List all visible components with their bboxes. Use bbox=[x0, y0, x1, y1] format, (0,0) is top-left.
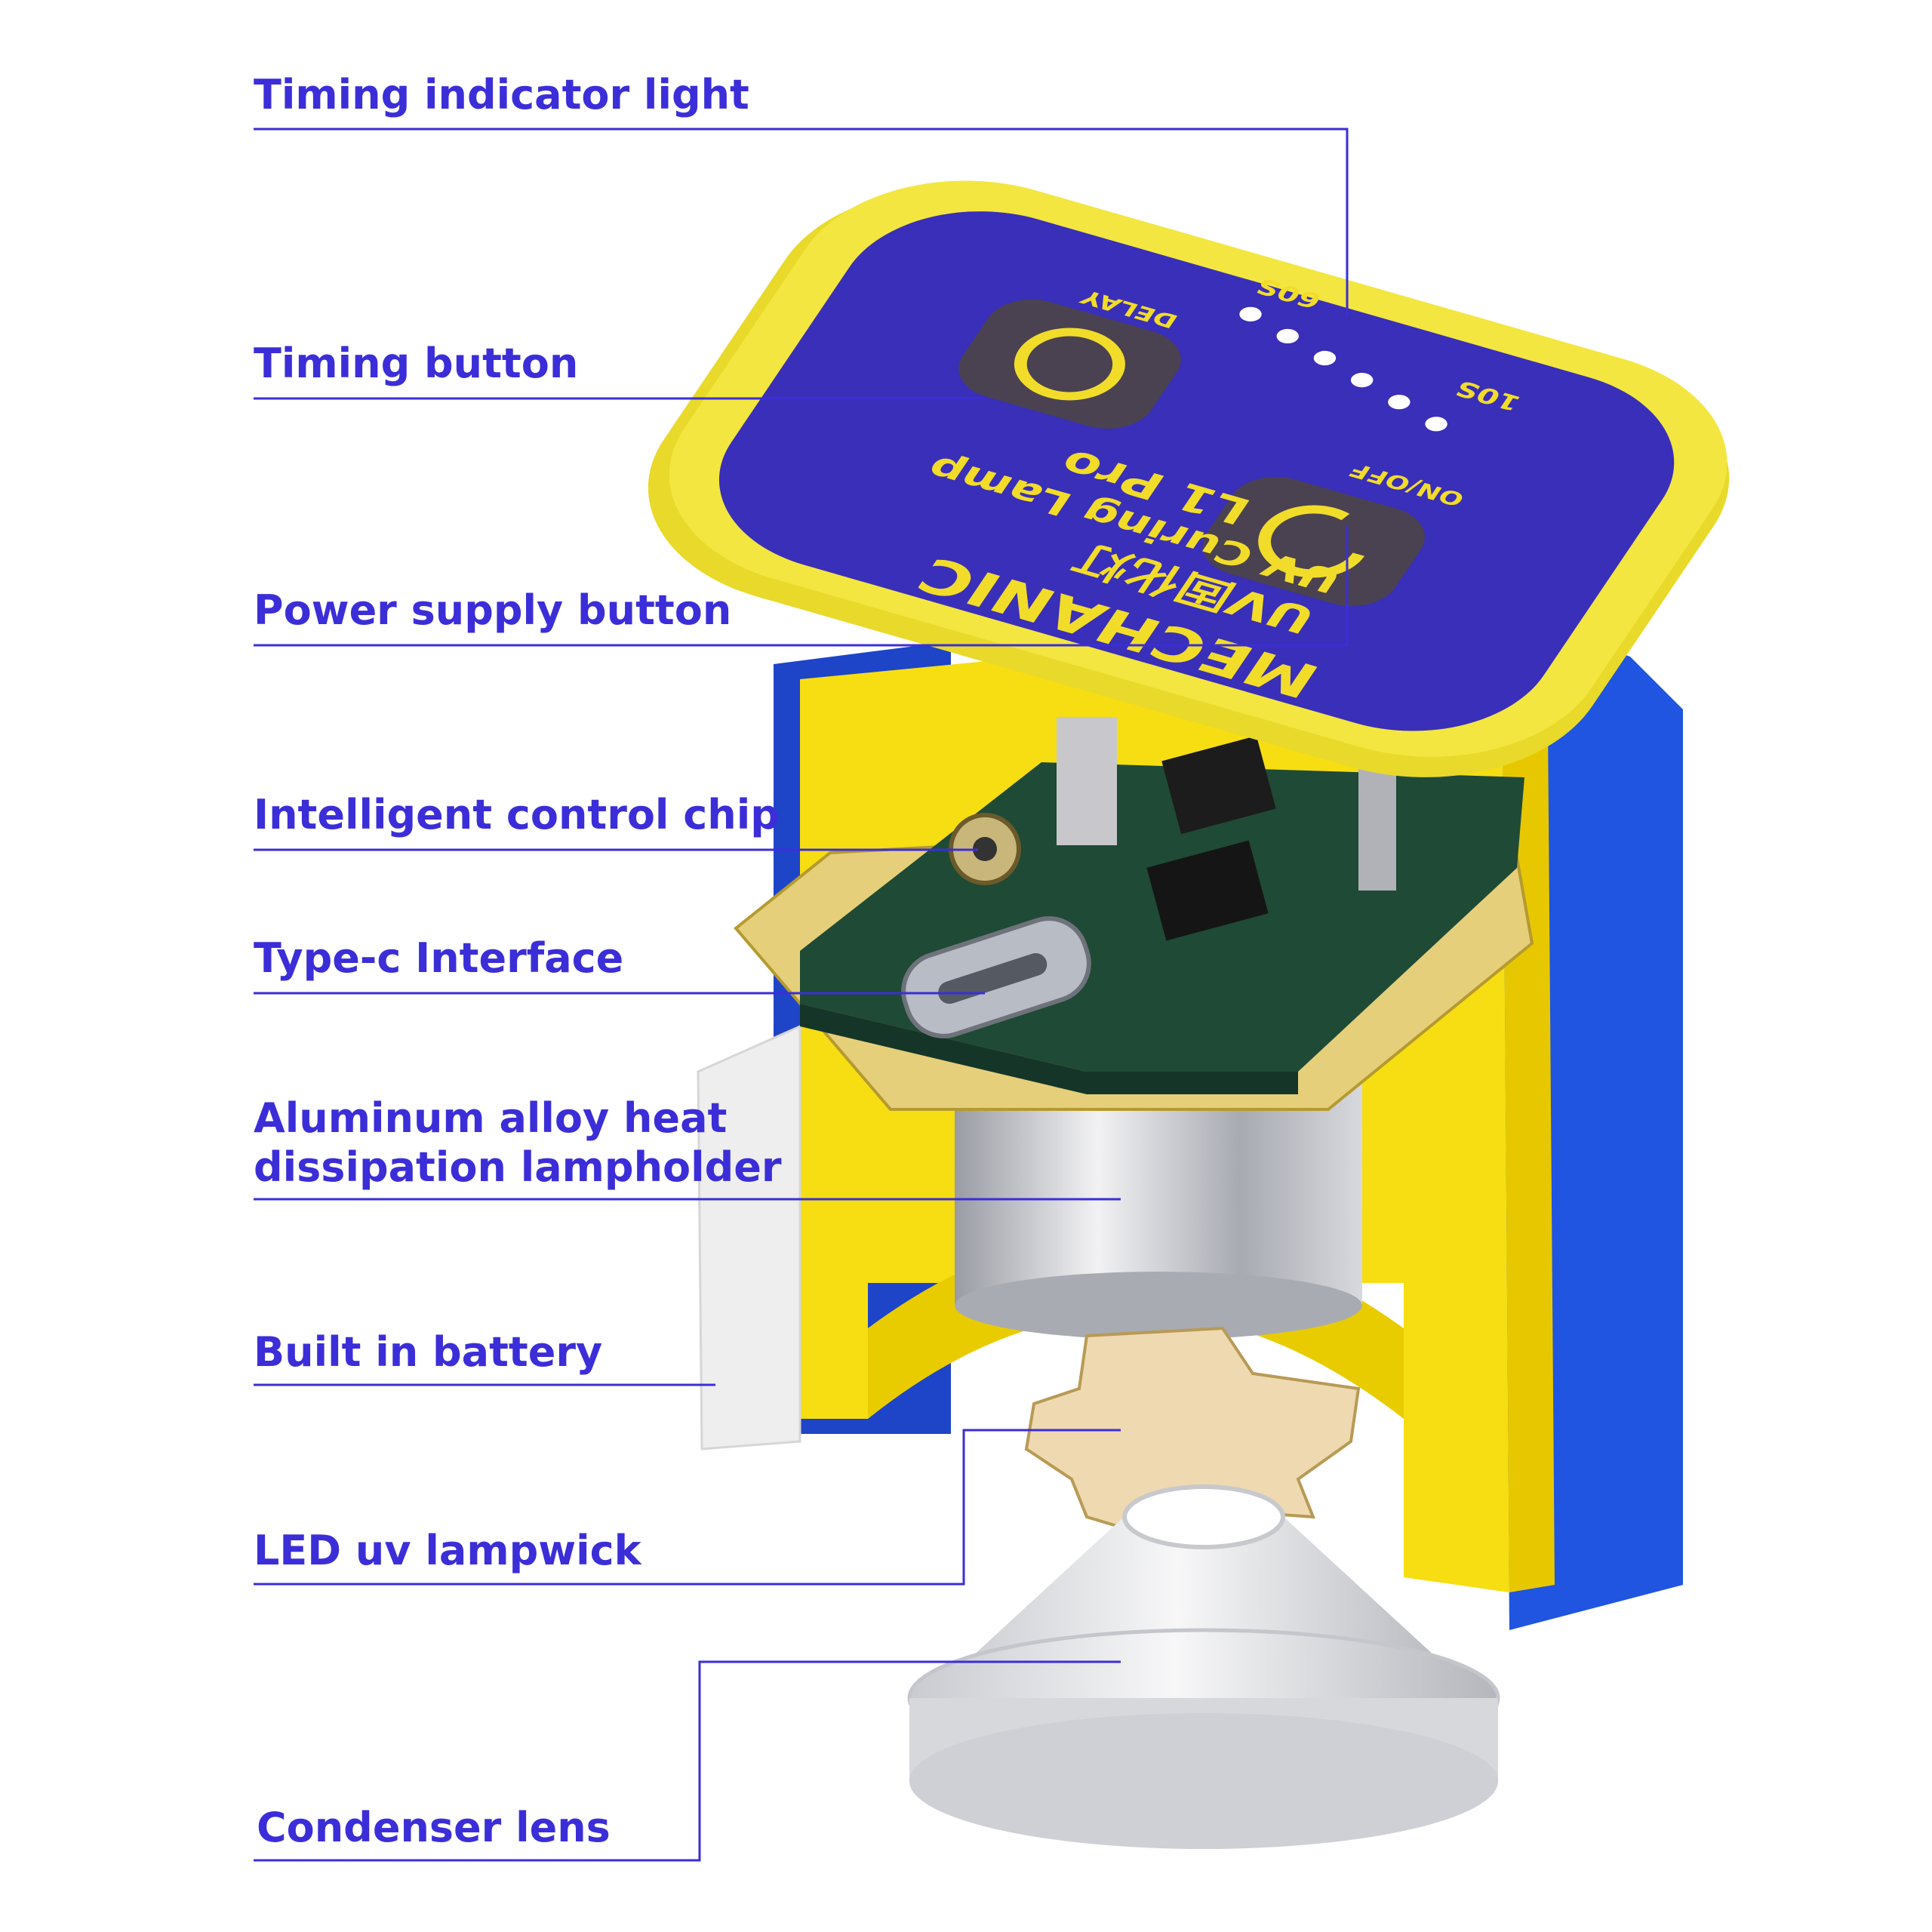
label-led-uv-lampwick: LED uv lampwick bbox=[254, 1527, 642, 1574]
label-intelligent-control-chip: Intelligent control chip bbox=[254, 791, 780, 838]
label-power-supply-button: Power supply button bbox=[254, 586, 731, 634]
control-chip bbox=[1146, 840, 1269, 941]
timer-icon bbox=[1014, 328, 1125, 401]
label-aluminum-line1: Aluminum alloy heat bbox=[254, 1094, 727, 1142]
label-timing-button: Timing button bbox=[254, 340, 578, 387]
label-condenser-lens: Condenser lens bbox=[257, 1804, 611, 1851]
label-aluminum-line2: dissipation lampholder bbox=[254, 1143, 782, 1191]
condenser-lens bbox=[907, 1484, 1500, 1849]
battery bbox=[697, 1024, 801, 1451]
timing-indicator-lights bbox=[1239, 306, 1447, 432]
label-built-in-battery: Built in battery bbox=[254, 1328, 602, 1376]
callout-lines bbox=[254, 128, 1349, 1862]
lampholder bbox=[955, 1041, 1362, 1340]
label-type-c-interface: Type-c Interface bbox=[254, 934, 623, 982]
label-timing-indicator-light: Timing indicator light bbox=[254, 71, 749, 118]
timing-button[interactable] bbox=[943, 290, 1196, 438]
power-supply-button[interactable] bbox=[1187, 467, 1440, 616]
top-panel: 60S 10S DELAY ON/OFF L1 Pro UV Curing La… bbox=[648, 180, 1730, 777]
